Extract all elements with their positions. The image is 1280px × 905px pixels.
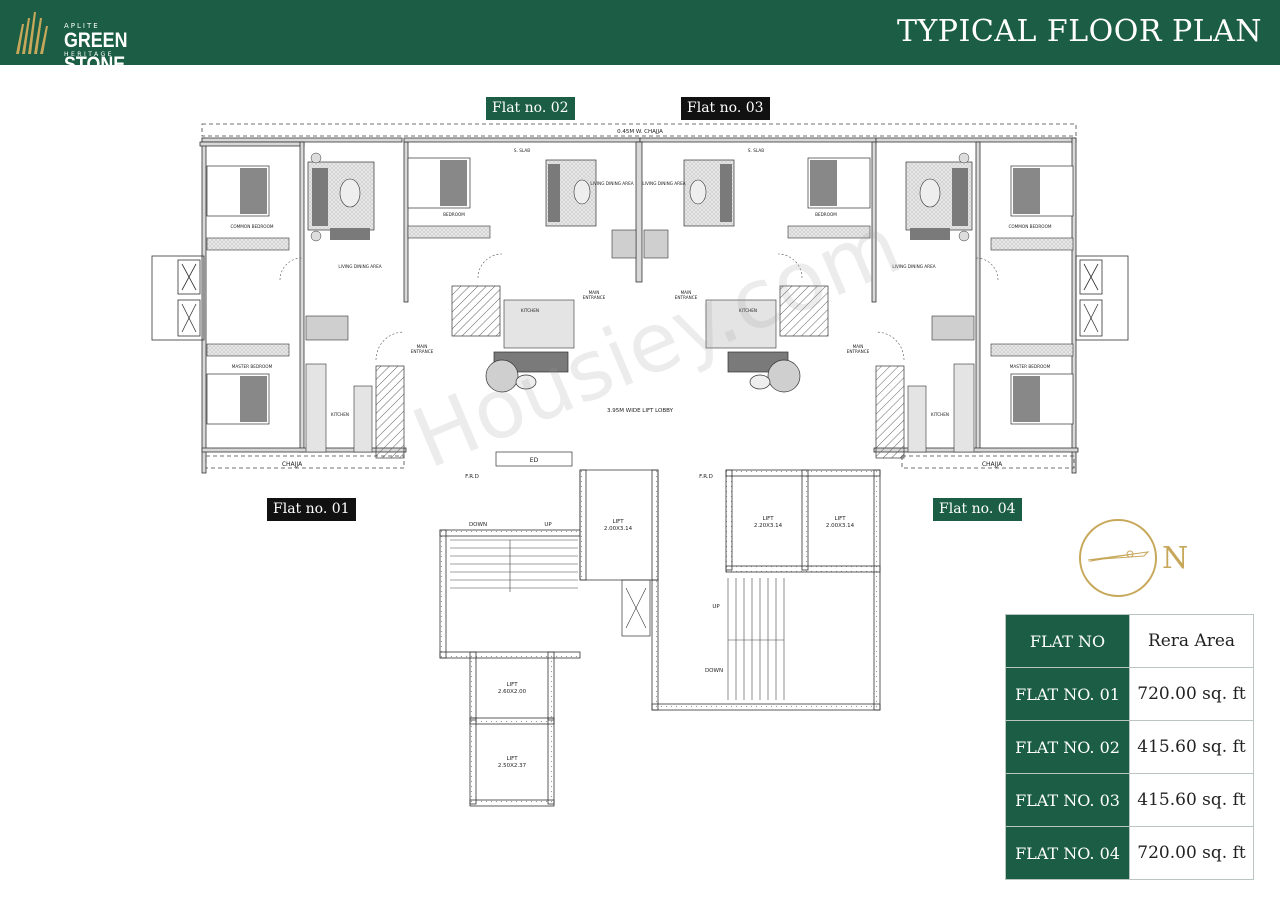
stair-down-left-label: DOWN bbox=[469, 522, 487, 528]
lift-b-label: LIFT bbox=[762, 516, 774, 522]
table-header-row: FLAT NO Rera Area bbox=[1005, 614, 1254, 668]
table-cell-area: 415.60 sq. ft bbox=[1129, 720, 1254, 774]
svg-text:ENTRANCE: ENTRANCE bbox=[411, 349, 434, 354]
stair-down-right-label: DOWN bbox=[705, 668, 723, 674]
common-bedroom-1-label: COMMON BEDROOM bbox=[230, 224, 273, 229]
table-cell-flat: FLAT NO. 03 bbox=[1005, 773, 1130, 827]
table-header-area: Rera Area bbox=[1129, 614, 1254, 668]
master-bedroom-1-label: MASTER BEDROOM bbox=[232, 364, 273, 369]
svg-text:2.20X3.14: 2.20X3.14 bbox=[754, 523, 783, 529]
flat-01-tag: Flat no. 01 bbox=[267, 498, 356, 521]
svg-text:ENTRANCE: ENTRANCE bbox=[675, 295, 698, 300]
compass-north-letter: N bbox=[1162, 541, 1188, 576]
logo-mark-icon bbox=[16, 12, 48, 54]
table-row: FLAT NO. 04 720.00 sq. ft bbox=[1005, 826, 1254, 880]
svg-text:2.50X2.37: 2.50X2.37 bbox=[498, 763, 527, 769]
main-entrance-1-label: MAIN bbox=[417, 344, 428, 349]
main-entrance-3-label: MAIN bbox=[681, 290, 692, 295]
lift-d-label: LIFT bbox=[506, 682, 518, 688]
living-2-label: LIVING DINING AREA bbox=[590, 181, 633, 186]
svg-text:2.00X3.14: 2.00X3.14 bbox=[604, 526, 633, 532]
living-4-label: LIVING DINING AREA bbox=[892, 264, 935, 269]
logo-sub-text: HERITAGE bbox=[64, 51, 114, 58]
lift-e-label: LIFT bbox=[506, 756, 518, 762]
table-cell-flat: FLAT NO. 01 bbox=[1005, 667, 1130, 721]
chajja-top-label: 0.45M W. CHAJJA bbox=[617, 129, 663, 135]
stair-up-right-label: UP bbox=[712, 604, 720, 610]
table-row: FLAT NO. 02 415.60 sq. ft bbox=[1005, 720, 1254, 774]
svg-text:ENTRANCE: ENTRANCE bbox=[583, 295, 606, 300]
table-header-flat: FLAT NO bbox=[1005, 614, 1130, 668]
bedroom-3-label: BEDROOM bbox=[815, 212, 837, 217]
table-cell-flat: FLAT NO. 02 bbox=[1005, 720, 1130, 774]
top-chajja bbox=[201, 123, 1077, 137]
table-cell-area: 720.00 sq. ft bbox=[1129, 826, 1254, 880]
kitchen-1-label: KITCHEN bbox=[331, 412, 349, 417]
svg-text:2.00X3.14: 2.00X3.14 bbox=[826, 523, 855, 529]
flat-04-tag: Flat no. 04 bbox=[933, 498, 1022, 521]
furniture-beds bbox=[206, 157, 1074, 425]
brand-logo[interactable]: APLITE GREEN STONE HERITAGE bbox=[14, 10, 204, 76]
bedroom-2-label: BEDROOM bbox=[443, 212, 465, 217]
kitchens bbox=[305, 299, 975, 453]
table-cell-area: 720.00 sq. ft bbox=[1129, 667, 1254, 721]
page-title: TYPICAL FLOOR PLAN bbox=[896, 14, 1262, 49]
flat-02-tag: Flat no. 02 bbox=[486, 97, 575, 120]
furniture-dining bbox=[305, 229, 975, 341]
wall bbox=[201, 137, 403, 143]
hatched-shafts bbox=[375, 285, 905, 459]
master-bedroom-4-label: MASTER BEDROOM bbox=[1010, 364, 1051, 369]
slab-1-label: S. SLAB bbox=[514, 148, 530, 153]
living-1-label: LIVING DINING AREA bbox=[338, 264, 381, 269]
logo-small-text: APLITE bbox=[64, 22, 100, 30]
lift-c-label: LIFT bbox=[834, 516, 846, 522]
table-row: FLAT NO. 01 720.00 sq. ft bbox=[1005, 667, 1254, 721]
svg-text:ENTRANCE: ENTRANCE bbox=[847, 349, 870, 354]
lobby-seating bbox=[485, 351, 801, 393]
slab-2-label: S. SLAB bbox=[748, 148, 764, 153]
flat-03-tag: Flat no. 03 bbox=[681, 97, 770, 120]
svg-text:2.60X2.00: 2.60X2.00 bbox=[498, 689, 527, 695]
ed-label: ED bbox=[530, 457, 539, 464]
stairs bbox=[450, 539, 785, 700]
main-entrance-4-label: MAIN bbox=[853, 344, 864, 349]
logo-main-text: GREEN STONE bbox=[64, 29, 128, 76]
table-row: FLAT NO. 03 415.60 sq. ft bbox=[1005, 773, 1254, 827]
core-structure bbox=[439, 469, 881, 807]
lift-lobby-label: 3.95M WIDE LIFT LOBBY bbox=[607, 408, 674, 414]
frd-right-label: F.R.D bbox=[699, 474, 713, 480]
rera-area-table: FLAT NO Rera Area FLAT NO. 01 720.00 sq.… bbox=[1005, 614, 1254, 880]
kitchen-4-label: KITCHEN bbox=[931, 412, 949, 417]
compass-icon: N bbox=[1079, 519, 1188, 597]
kitchen-2-label: KITCHEN bbox=[521, 308, 539, 313]
header-bar: APLITE GREEN STONE HERITAGE TYPICAL FLOO… bbox=[0, 0, 1280, 76]
floor-plan-drawing: 0.45M W. CHAJJA bbox=[151, 123, 1129, 807]
main-entrance-2-label: MAIN bbox=[589, 290, 600, 295]
door-swings bbox=[279, 253, 999, 361]
lift-a-label: LIFT bbox=[612, 519, 624, 525]
frd-left-label: F.R.D bbox=[465, 474, 479, 480]
furniture-sofas bbox=[307, 152, 973, 242]
common-bedroom-4-label: COMMON BEDROOM bbox=[1008, 224, 1051, 229]
chajja-left-label: CHAJJA bbox=[282, 461, 303, 468]
chajja-right-label: CHAJJA bbox=[982, 461, 1003, 468]
table-cell-flat: FLAT NO. 04 bbox=[1005, 826, 1130, 880]
stair-up-left-label: UP bbox=[544, 522, 552, 528]
kitchen-3-label: KITCHEN bbox=[739, 308, 757, 313]
living-3-label: LIVING DINING AREA bbox=[642, 181, 685, 186]
table-cell-area: 415.60 sq. ft bbox=[1129, 773, 1254, 827]
